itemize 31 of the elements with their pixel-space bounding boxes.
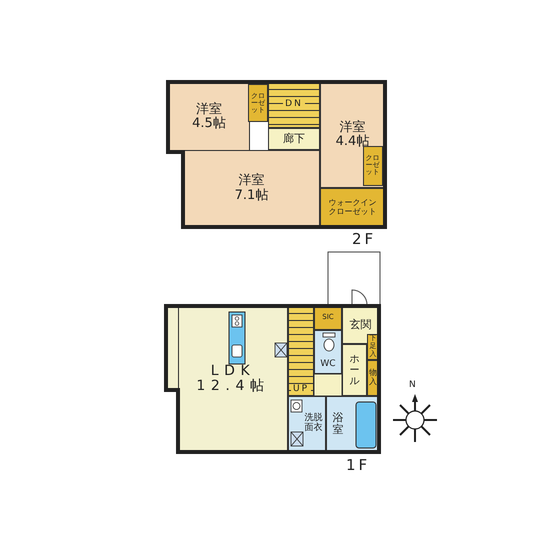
- room: [320, 82, 385, 188]
- room-label: 洋室: [340, 120, 366, 135]
- room: [183, 150, 320, 227]
- room-label: 浴室: [332, 412, 344, 436]
- hall: [342, 344, 367, 396]
- closet: [362, 146, 382, 186]
- room-label: 12.4帖: [196, 379, 270, 394]
- hallway: [268, 128, 320, 150]
- room: [168, 82, 250, 152]
- room-label: 洋室: [196, 102, 222, 117]
- room-label: 洋室: [238, 174, 264, 188]
- room-label: ウォークインクローゼット: [328, 198, 378, 216]
- living-dining-kitchen: [178, 306, 288, 452]
- walk-in-closet: [320, 188, 385, 227]
- room-label: 廊下: [283, 132, 305, 146]
- room-label: 4.4帖: [336, 135, 370, 150]
- room-label: 4.5帖: [192, 117, 226, 132]
- room-label: 玄関: [350, 318, 372, 332]
- shoe-closet: [314, 306, 342, 330]
- north-label: N: [409, 380, 416, 390]
- closet: [248, 84, 268, 122]
- floor-label: 2F: [352, 230, 376, 248]
- room-label: LDK: [210, 364, 256, 379]
- staircase: [288, 306, 314, 396]
- room-label: 洗脱面衣: [304, 414, 323, 434]
- staircase: [268, 82, 320, 128]
- room-label: ホール: [349, 354, 360, 386]
- room-label: 7.1帖: [234, 188, 268, 203]
- room-label: WC: [320, 360, 336, 370]
- room-label: 物入: [368, 369, 378, 387]
- floor-label: 1F: [346, 456, 370, 474]
